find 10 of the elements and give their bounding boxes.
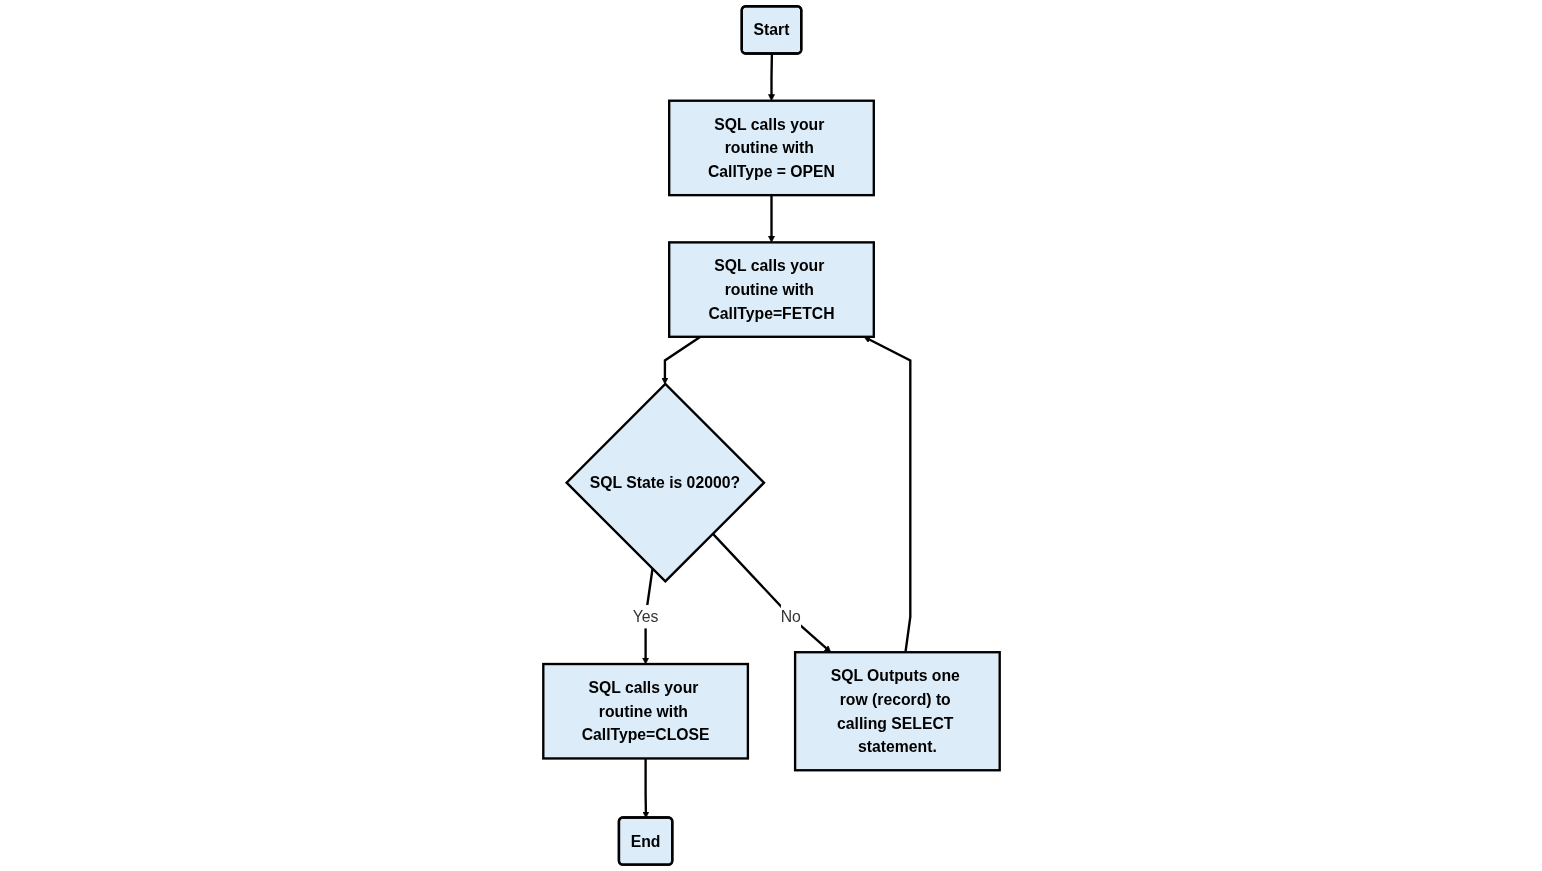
node-box: SQL calls your routine with CallType=FETCH <box>667 241 875 338</box>
edge-label: Yes <box>632 608 658 626</box>
node-box: SQL calls your routine with CallType = OPEN <box>667 99 875 197</box>
edge-label: No <box>780 608 801 626</box>
arrow <box>711 532 831 653</box>
node-box: SQL Outputs one row (record) to calling SELECT statement. <box>793 651 1001 772</box>
arrow <box>863 336 911 653</box>
node-diamond: SQL State is 02000? <box>564 382 766 584</box>
node-box: SQL calls your routine with CallType=CLOSE <box>541 662 749 760</box>
arrow <box>767 195 775 243</box>
